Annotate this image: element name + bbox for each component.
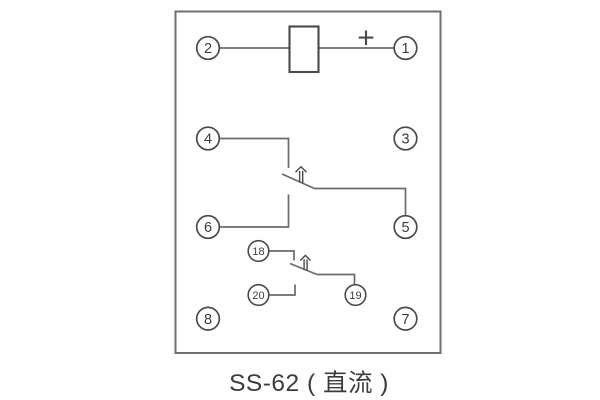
- arrow-head: [299, 254, 311, 261]
- terminal-4-label: 4: [204, 132, 212, 148]
- terminal-18-circle: [247, 239, 270, 263]
- wire-contact-to-terminal5: [314, 187, 407, 216]
- contact-blade-middle: [281, 173, 315, 190]
- wire-terminal6-stub: [219, 194, 290, 228]
- contact-up-arrow-icon: [295, 165, 307, 184]
- arrow-head: [295, 165, 307, 173]
- diagram-caption: SS-62 ( 直流 ): [229, 369, 389, 397]
- terminal-20-label: 20: [252, 290, 264, 302]
- terminal-1-circle: [393, 35, 418, 61]
- terminal-2-circle: [195, 35, 221, 61]
- terminal-1-label: 1: [401, 41, 409, 57]
- wire-contact-to-terminal19: [317, 273, 356, 285]
- arrow-group: [295, 165, 311, 271]
- terminal-20-circle: [247, 283, 270, 307]
- terminal-19-label: 19: [349, 290, 361, 302]
- terminal-7-circle: [393, 306, 418, 331]
- relay-coil: [288, 25, 320, 74]
- wire-terminal20-stub: [269, 284, 296, 296]
- terminal-19-circle: [344, 283, 367, 307]
- terminal-7-label: 7: [401, 312, 409, 328]
- wire-terminal18-to-contact: [269, 250, 295, 261]
- terminal-5-circle: [393, 214, 418, 240]
- terminal-6-label: 6: [204, 220, 212, 236]
- contact-up-arrow-icon: [299, 254, 311, 271]
- terminal-label-group: 2 1 4 3 6 5 8 7 18 20 19: [204, 41, 410, 328]
- terminal-6-circle: [195, 214, 221, 240]
- case-border: [174, 10, 442, 354]
- polarity-plus-sign: +: [357, 22, 375, 55]
- terminal-8-label: 8: [204, 312, 212, 328]
- terminal-3-circle: [393, 126, 418, 151]
- terminal-8-circle: [195, 306, 221, 331]
- terminal-circle-group: [195, 35, 418, 331]
- terminal-3-label: 3: [401, 132, 409, 148]
- terminal-2-label: 2: [204, 41, 212, 57]
- terminal-18-label: 18: [252, 246, 264, 258]
- terminal-5-label: 5: [401, 220, 409, 236]
- wire-terminal4-to-contact: [219, 137, 290, 168]
- wire-group: [219, 47, 407, 296]
- terminal-4-circle: [195, 126, 221, 151]
